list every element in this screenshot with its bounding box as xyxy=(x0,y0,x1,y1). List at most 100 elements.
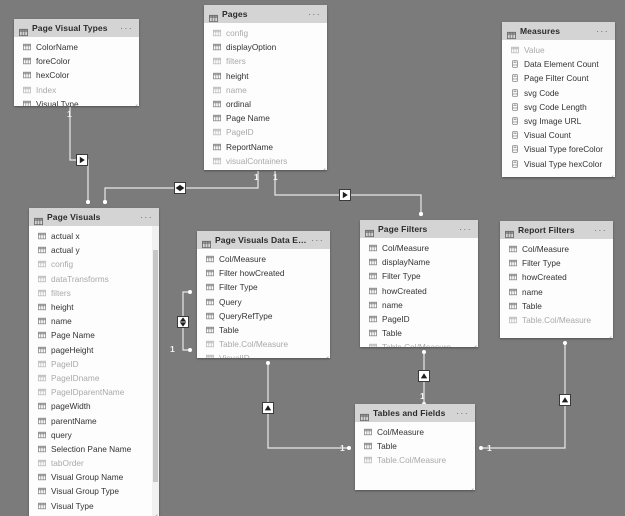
table-header-page-filters[interactable]: Page Filters··· xyxy=(360,220,478,238)
field-row[interactable]: query xyxy=(29,428,159,442)
field-row[interactable]: dataTransforms xyxy=(29,272,159,286)
field-row[interactable]: ordinal xyxy=(204,97,327,111)
scrollbar-thumb[interactable] xyxy=(153,250,158,482)
field-row[interactable]: displayOption xyxy=(204,40,327,54)
field-row[interactable]: config xyxy=(204,26,327,40)
vertical-scrollbar[interactable] xyxy=(152,226,159,516)
field-row[interactable]: pageHeight xyxy=(29,343,159,357)
relationship-line-tablesfields-to-reportfilters[interactable] xyxy=(481,343,566,449)
table-menu-icon[interactable]: ··· xyxy=(456,408,469,418)
field-row[interactable]: PageID xyxy=(29,357,159,371)
field-row[interactable]: Visual Group Type xyxy=(29,484,159,498)
field-row[interactable]: filters xyxy=(204,54,327,68)
relationship-line-pagevisuals-to-dataelements[interactable] xyxy=(182,291,190,351)
field-row[interactable]: PageID xyxy=(204,125,327,139)
field-row[interactable]: Value xyxy=(502,43,615,57)
relationship-line-pages-to-pagevisuals[interactable] xyxy=(104,171,259,202)
table-header-page-visual-types[interactable]: Page Visual Types··· xyxy=(14,19,139,37)
field-row[interactable]: Col/Measure xyxy=(360,241,478,255)
resize-grip[interactable] xyxy=(467,482,474,490)
field-row[interactable]: Filter Type xyxy=(197,280,330,294)
field-row[interactable]: Table xyxy=(500,299,613,313)
table-menu-icon[interactable]: ··· xyxy=(120,23,133,33)
field-row[interactable]: Query xyxy=(197,295,330,309)
resize-grip[interactable] xyxy=(470,339,477,347)
field-row[interactable]: Table.Col/Measure xyxy=(355,453,475,467)
resize-grip[interactable] xyxy=(131,98,138,106)
table-header-tables-and-fields[interactable]: Tables and Fields··· xyxy=(355,404,475,422)
field-row[interactable]: name xyxy=(29,314,159,328)
table-menu-icon[interactable]: ··· xyxy=(594,225,607,235)
table-menu-icon[interactable]: ··· xyxy=(596,26,609,36)
table-header-pages[interactable]: Pages··· xyxy=(204,5,327,23)
field-row[interactable]: pageWidth xyxy=(29,399,159,413)
field-row[interactable]: height xyxy=(29,300,159,314)
relationship-arrow-pages-to-pagevisuals[interactable] xyxy=(174,182,186,194)
field-row[interactable]: svg Code xyxy=(502,86,615,100)
field-row[interactable]: svg Code Length xyxy=(502,100,615,114)
field-row[interactable]: Table.Col/Measure xyxy=(500,313,613,327)
field-row[interactable]: Visual Type foreColor xyxy=(502,142,615,156)
field-row[interactable]: ReportName xyxy=(204,140,327,154)
field-row[interactable]: Visual Type xyxy=(14,97,139,106)
field-row[interactable]: actual x xyxy=(29,229,159,243)
field-row[interactable]: width xyxy=(204,168,327,171)
field-row[interactable]: Table.Col/Measure xyxy=(197,337,330,351)
field-row[interactable]: Table xyxy=(355,439,475,453)
table-menu-icon[interactable]: ··· xyxy=(140,212,153,222)
field-row[interactable]: foreColor xyxy=(14,54,139,68)
field-row[interactable]: height xyxy=(204,69,327,83)
relationship-arrow-tablesfields-to-pagefilters[interactable] xyxy=(418,370,430,382)
field-row[interactable]: VisualID xyxy=(197,351,330,358)
field-row[interactable]: Visual Type hexColor xyxy=(502,157,615,171)
field-row[interactable]: Filter Type xyxy=(360,269,478,283)
field-row[interactable]: howCreated xyxy=(360,284,478,298)
table-menu-icon[interactable]: ··· xyxy=(311,235,324,245)
field-row[interactable]: Visual Type xyxy=(29,499,159,513)
field-row[interactable]: PageID xyxy=(360,312,478,326)
relationship-arrow-tablesfields-to-reportfilters[interactable] xyxy=(559,394,571,406)
relationship-line-pvt-to-pagevisuals[interactable] xyxy=(69,107,89,202)
field-row[interactable]: Filter howCreated xyxy=(197,266,330,280)
table-header-page-visuals[interactable]: Page Visuals··· xyxy=(29,208,159,226)
field-row[interactable]: PageIDparentName xyxy=(29,385,159,399)
relationship-line-pages-to-pagefilters[interactable] xyxy=(274,171,422,214)
field-row[interactable]: ColorName xyxy=(14,40,139,54)
field-row[interactable]: svg Image URL xyxy=(502,114,615,128)
resize-grip[interactable] xyxy=(319,162,326,170)
field-row[interactable]: filters xyxy=(29,286,159,300)
field-row[interactable]: Data Element Count xyxy=(502,57,615,71)
relationship-line-tablesfields-to-dataelements[interactable] xyxy=(267,363,349,449)
resize-grip[interactable] xyxy=(151,508,158,516)
field-row[interactable]: name xyxy=(500,285,613,299)
field-row[interactable]: actual y xyxy=(29,243,159,257)
table-header-page-visuals-data-elements[interactable]: Page Visuals Data Eleme...··· xyxy=(197,231,330,249)
resize-grip[interactable] xyxy=(322,350,329,358)
field-row[interactable]: Index xyxy=(14,83,139,97)
field-row[interactable]: Col/Measure xyxy=(197,252,330,266)
field-row[interactable]: displayName xyxy=(360,255,478,269)
field-row[interactable]: Col/Measure xyxy=(355,425,475,439)
relationship-arrow-pagevisuals-to-dataelements[interactable] xyxy=(177,316,189,328)
table-header-report-filters[interactable]: Report Filters··· xyxy=(500,221,613,239)
field-row[interactable]: Table xyxy=(197,323,330,337)
table-card-page-visuals-data-elements[interactable]: Page Visuals Data Eleme...··· Col/Measure… xyxy=(197,231,330,358)
resize-grip[interactable] xyxy=(605,330,612,338)
field-row[interactable]: hexColor xyxy=(14,68,139,82)
field-row[interactable]: Col/Measure xyxy=(500,242,613,256)
field-row[interactable]: QueryRefType xyxy=(197,309,330,323)
resize-grip[interactable] xyxy=(607,169,614,177)
field-row[interactable]: Page Name xyxy=(204,111,327,125)
table-menu-icon[interactable]: ··· xyxy=(459,224,472,234)
field-row[interactable]: Selection Pane Name xyxy=(29,442,159,456)
field-row[interactable]: Visual Count xyxy=(502,128,615,142)
field-row[interactable]: howCreated xyxy=(500,270,613,284)
field-row[interactable]: Table.Col/Measure xyxy=(360,340,478,347)
